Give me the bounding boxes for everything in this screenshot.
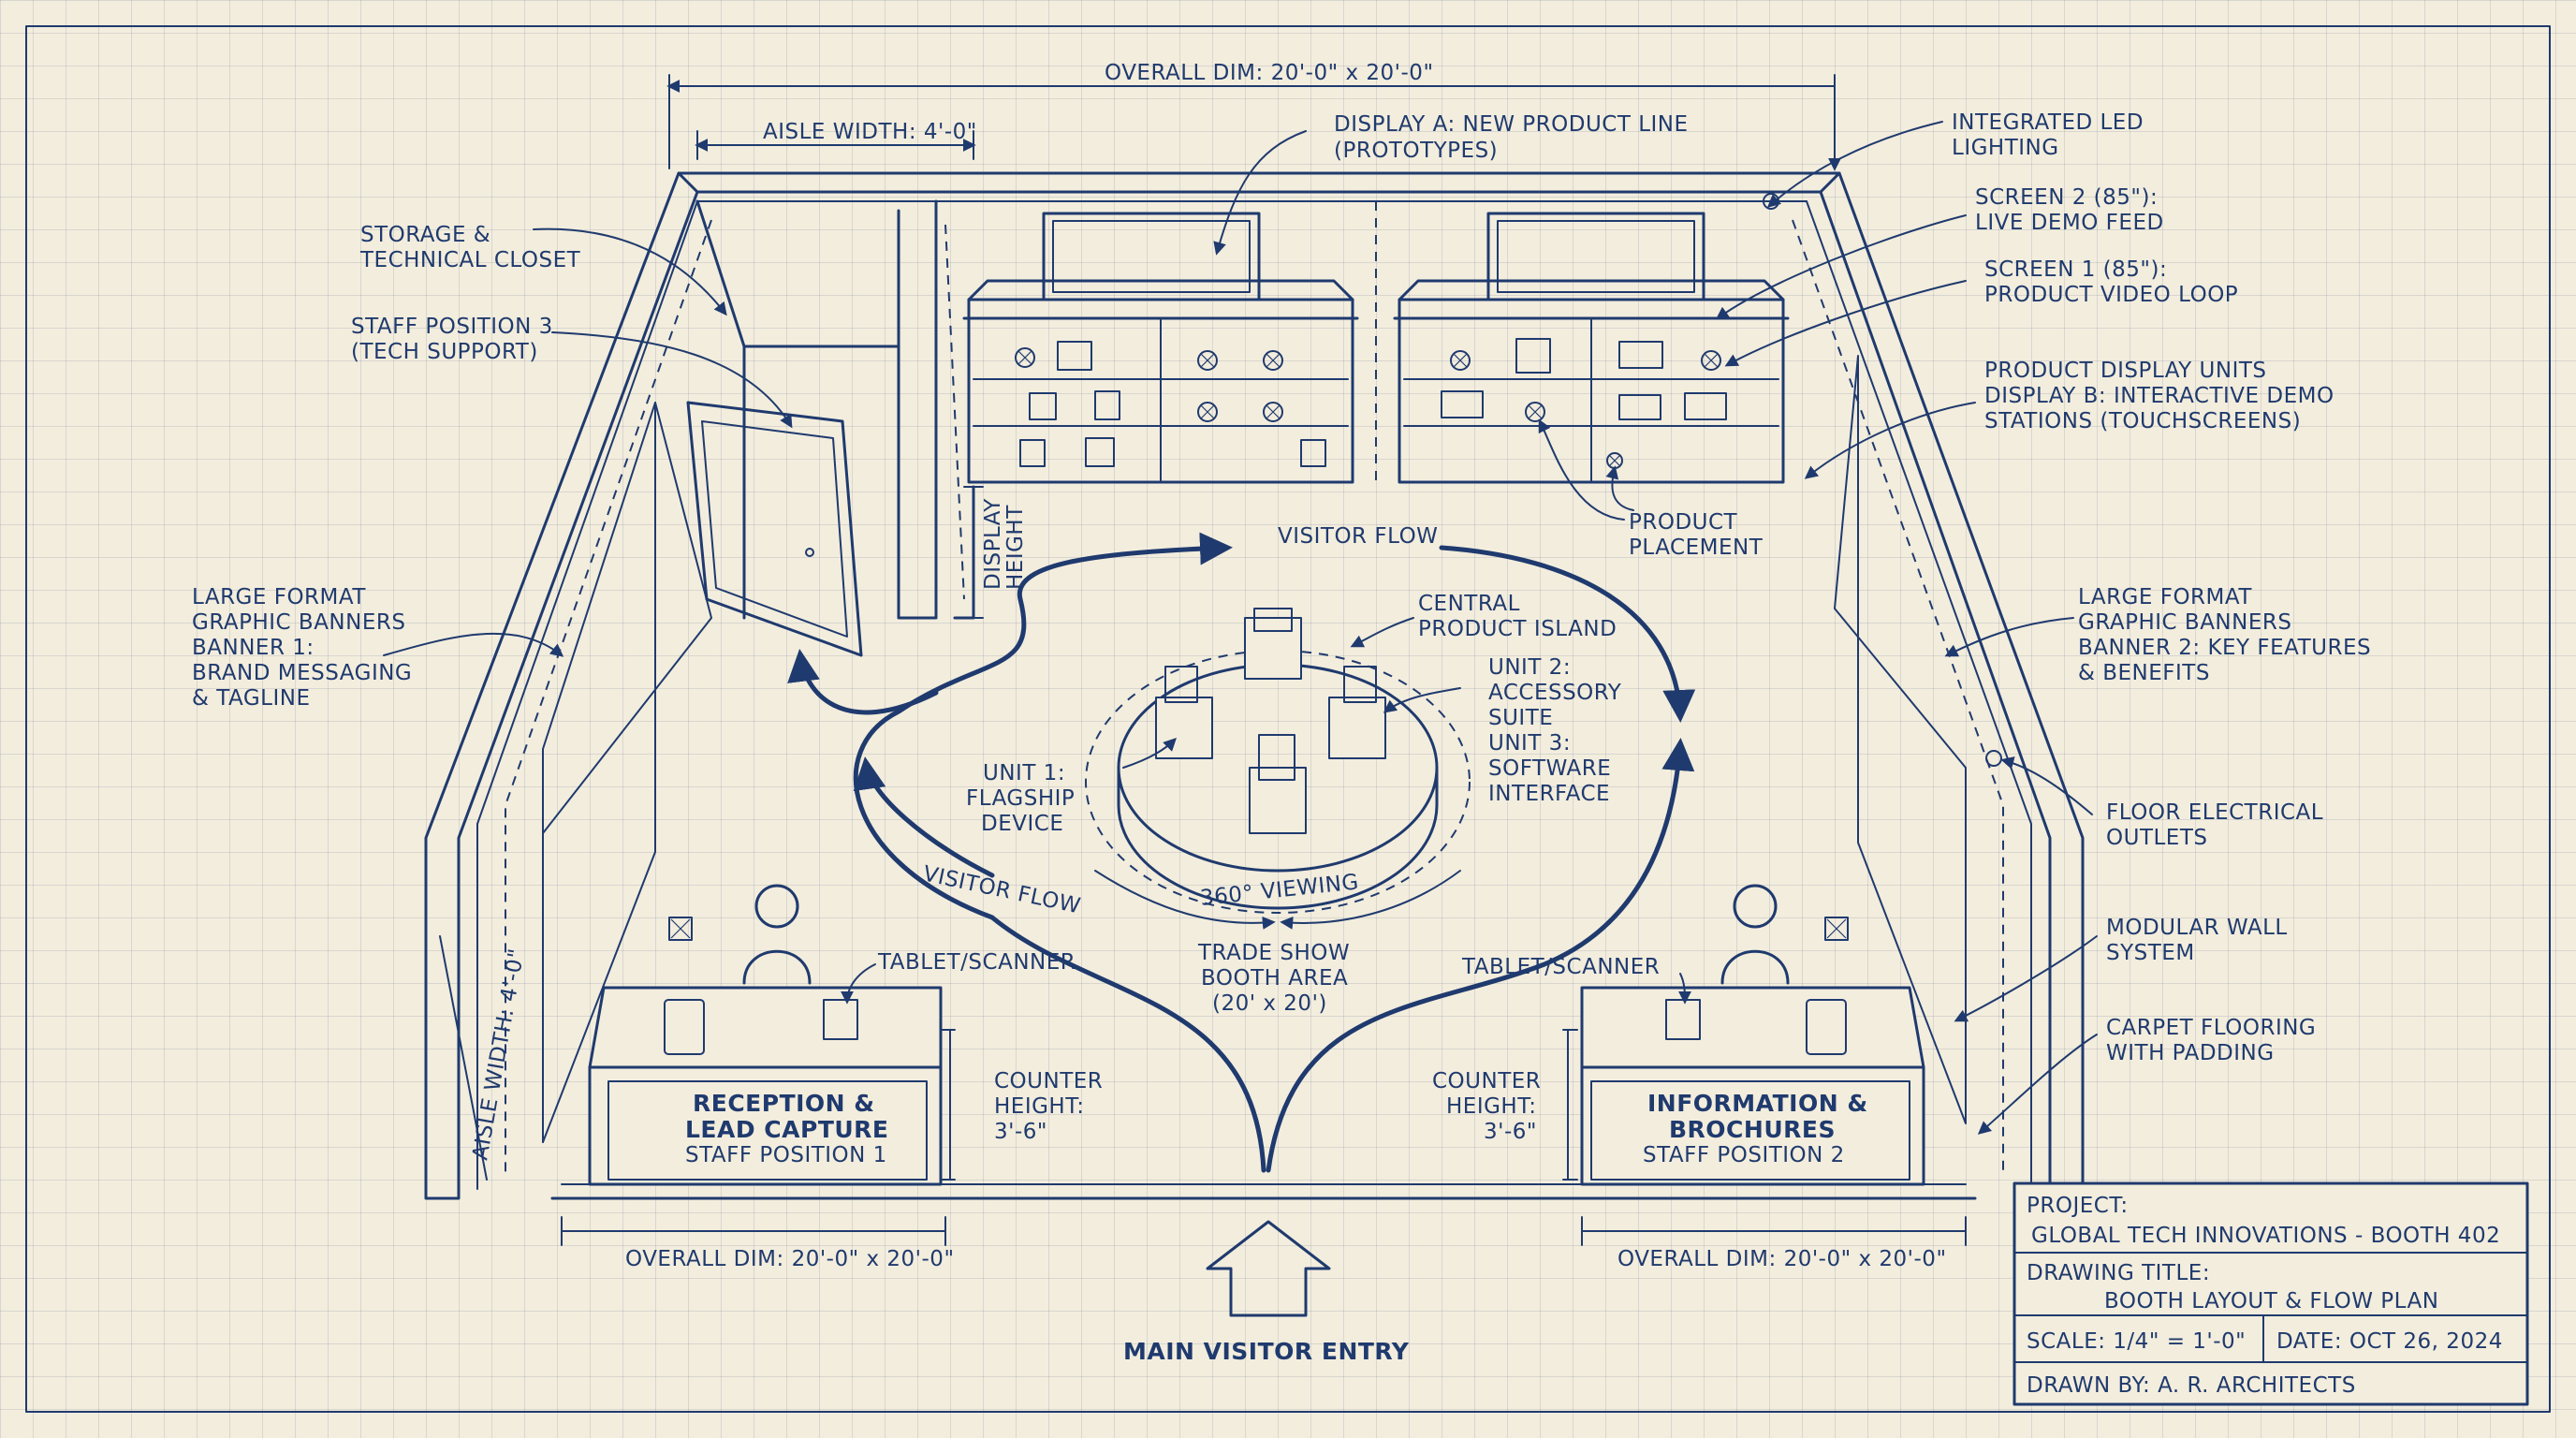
- viewing-label: 360° VIEWING: [1199, 870, 1360, 911]
- counter-left-label-3: 3'-6": [994, 1120, 1047, 1144]
- counter-right-label-1: COUNTER: [1432, 1069, 1541, 1093]
- led-label-2: LIGHTING: [1952, 136, 2059, 160]
- banner1-label-1: LARGE FORMAT: [192, 585, 366, 609]
- screen2-label-1: SCREEN 2 (85"):: [1975, 185, 2158, 210]
- unit2-label-2: ACCESSORY: [1488, 681, 1622, 705]
- display-b-label-1: PRODUCT DISPLAY UNITS: [1984, 359, 2267, 383]
- carpet-label-2: WITH PADDING: [2106, 1041, 2275, 1065]
- screen1-label-1: SCREEN 1 (85"):: [1984, 257, 2167, 282]
- information-label-3: STAFF POSITION 2: [1643, 1143, 1845, 1167]
- drawing-title-value: BOOTH LAYOUT & FLOW PLAN: [2104, 1289, 2438, 1313]
- storage-label-2: TECHNICAL CLOSET: [359, 248, 581, 272]
- banner1-label-3: BANNER 1:: [192, 636, 315, 660]
- dimension-lines: [439, 75, 1967, 1246]
- banner-2: [1834, 355, 1967, 1124]
- unit3-label-3: INTERFACE: [1488, 782, 1610, 806]
- overall-dim-top-label: OVERALL DIM: 20'-0" x 20'-0": [1105, 61, 1434, 85]
- banner2-label-3: BANNER 2: KEY FEATURES: [2078, 636, 2371, 660]
- display-height-label-1: DISPLAY: [981, 498, 1005, 590]
- booth-area-label-1: TRADE SHOW: [1197, 941, 1350, 965]
- display-b-label-2: DISPLAY B: INTERACTIVE DEMO: [1984, 384, 2334, 408]
- staff3-label-2: (TECH SUPPORT): [351, 340, 538, 364]
- information-label-2: BROCHURES: [1669, 1116, 1836, 1143]
- sheet-border: [25, 25, 2551, 1413]
- entry-arrow: [1206, 1220, 1331, 1317]
- banner-1: [542, 402, 712, 1143]
- outlets-label-1: FLOOR ELECTRICAL: [2106, 800, 2323, 825]
- counter-left-label-1: COUNTER: [994, 1069, 1103, 1093]
- screen2-label-2: LIVE DEMO FEED: [1975, 211, 2164, 235]
- unit3-label-2: SOFTWARE: [1488, 756, 1611, 781]
- tablet-right-label: TABLET/SCANNER: [1461, 955, 1660, 979]
- unit3-label-1: UNIT 3:: [1488, 731, 1571, 756]
- visitor-flow-left-label: VISITOR FLOW: [921, 861, 1083, 918]
- booth-area-label-3: (20' x 20'): [1212, 991, 1327, 1016]
- banner2-label-2: GRAPHIC BANNERS: [2078, 610, 2291, 635]
- led-label-1: INTEGRATED LED: [1952, 110, 2144, 135]
- shelving-display-a: [962, 212, 1359, 484]
- island-label-2: PRODUCT ISLAND: [1418, 617, 1617, 641]
- date-value: DATE: OCT 26, 2024: [2276, 1329, 2503, 1354]
- counter-left-label-2: HEIGHT:: [994, 1094, 1085, 1119]
- reception-label-2: LEAD CAPTURE: [685, 1116, 889, 1143]
- unit2-label-3: SUITE: [1488, 706, 1553, 730]
- outlets-label-2: OUTLETS: [2106, 826, 2207, 850]
- modular-label-1: MODULAR WALL: [2106, 916, 2288, 940]
- banner1-label-4: BRAND MESSAGING: [192, 661, 412, 685]
- placement-label-2: PLACEMENT: [1629, 536, 1764, 560]
- drawn-by-value: DRAWN BY: A. R. ARCHITECTS: [2027, 1373, 2356, 1398]
- staff3-label-1: STAFF POSITION 3: [351, 315, 553, 339]
- screen1-label-2: PRODUCT VIDEO LOOP: [1984, 283, 2238, 307]
- storage-closet: [686, 199, 975, 657]
- counter-right-label-3: 3'-6": [1484, 1120, 1537, 1144]
- reception-label-3: STAFF POSITION 1: [685, 1143, 887, 1167]
- reception-label-1: RECEPTION &: [693, 1090, 875, 1117]
- information-counter: [1562, 986, 1925, 1186]
- main-entry-label: MAIN VISITOR ENTRY: [1123, 1338, 1410, 1365]
- reception-counter: [588, 986, 956, 1186]
- unit1-label-3: DEVICE: [981, 812, 1063, 836]
- display-a-label-1: DISPLAY A: NEW PRODUCT LINE: [1334, 112, 1689, 137]
- scale-value: SCALE: 1/4" = 1'-0": [2027, 1329, 2246, 1354]
- display-a-label-2: (PROTOTYPES): [1334, 139, 1498, 163]
- modular-label-2: SYSTEM: [2106, 941, 2195, 965]
- unit1-label-2: FLAGSHIP: [966, 786, 1075, 811]
- storage-label-1: STORAGE &: [360, 223, 490, 247]
- information-label-1: INFORMATION &: [1647, 1090, 1868, 1117]
- visitor-flow-top-label: VISITOR FLOW: [1278, 524, 1438, 549]
- central-island: [1085, 608, 1471, 914]
- display-height-label-2: HEIGHT: [1003, 505, 1028, 590]
- tablet-left-label: TABLET/SCANNER: [877, 950, 1076, 975]
- booth-area-label-2: BOOTH AREA: [1201, 966, 1348, 990]
- staff-figures: [742, 884, 1790, 985]
- project-value: GLOBAL TECH INNOVATIONS - BOOTH 402: [2031, 1224, 2500, 1248]
- aisle-width-label: AISLE WIDTH: 4'-0": [763, 120, 977, 144]
- title-block: PROJECT: GLOBAL TECH INNOVATIONS - BOOTH…: [2012, 1181, 2529, 1406]
- island-label-1: CENTRAL: [1418, 592, 1520, 616]
- carpet-label-1: CARPET FLOORING: [2106, 1016, 2316, 1040]
- leader-lines: [383, 121, 2098, 1135]
- drawing-title-label: DRAWING TITLE:: [2027, 1261, 2210, 1285]
- banner1-label-5: & TAGLINE: [192, 686, 311, 711]
- visitor-flow-arrows: [787, 532, 1696, 1173]
- unit1-label-1: UNIT 1:: [983, 761, 1065, 785]
- placement-label-1: PRODUCT: [1629, 510, 1738, 535]
- banner2-label-1: LARGE FORMAT: [2078, 585, 2252, 609]
- overall-dim-bottom-right-label: OVERALL DIM: 20'-0" x 20'-0": [1617, 1247, 1947, 1271]
- banner2-label-4: & BENEFITS: [2078, 661, 2210, 685]
- banner1-label-2: GRAPHIC BANNERS: [192, 610, 405, 635]
- unit2-label-1: UNIT 2:: [1488, 655, 1571, 680]
- counter-right-label-2: HEIGHT:: [1446, 1094, 1537, 1119]
- project-label: PROJECT:: [2027, 1194, 2129, 1218]
- labels: OVERALL DIM: 20'-0" x 20'-0" AISLE WIDTH…: [192, 61, 2371, 1365]
- display-b-label-3: STATIONS (TOUCHSCREENS): [1984, 409, 2301, 433]
- shelving-display-b: [1375, 193, 1790, 484]
- overall-dim-bottom-left-label: OVERALL DIM: 20'-0" x 20'-0": [625, 1247, 955, 1271]
